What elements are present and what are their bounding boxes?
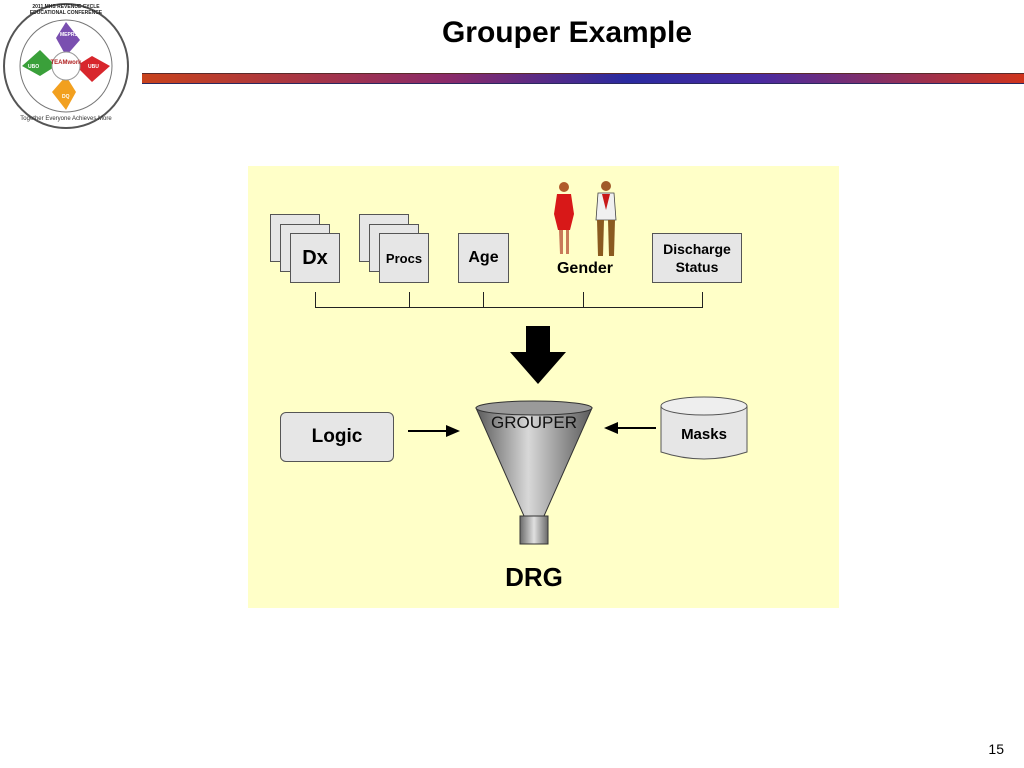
discharge-status-box: Discharge Status xyxy=(652,233,742,283)
connector-bar xyxy=(315,307,703,308)
grouper-funnel-icon xyxy=(475,400,593,545)
logo-hand-label-dq: DQ xyxy=(62,94,70,100)
conference-logo: TEAMwork 2011 MHS REVENUE CYCLE EDUCATIO… xyxy=(0,0,132,132)
connector-procs xyxy=(409,292,410,308)
drg-label: DRG xyxy=(505,562,563,592)
hand-meprs-icon xyxy=(56,22,80,56)
discharge-status-label: Discharge Status xyxy=(663,241,731,275)
dx-label: Dx xyxy=(302,246,328,269)
logo-motto: Together Everyone Achieves More xyxy=(20,116,112,122)
grouper-diagram: Dx Procs Age Gender Discharge Status xyxy=(248,166,839,608)
logic-label: Logic xyxy=(311,426,363,447)
down-arrow-icon xyxy=(510,326,566,384)
masks-cylinder-icon xyxy=(660,396,748,460)
logic-box: Logic xyxy=(280,412,394,462)
masks-label: Masks xyxy=(681,426,727,443)
logo-emblem xyxy=(3,3,129,129)
gender-label: Gender xyxy=(556,260,613,277)
connector-discharge xyxy=(702,292,703,308)
hand-ubo-icon xyxy=(22,50,56,76)
logo-ring-text: 2011 MHS REVENUE CYCLE EDUCATIONAL CONFE… xyxy=(29,4,103,16)
female-figure-icon xyxy=(554,182,574,254)
age-label: Age xyxy=(468,249,499,266)
hand-dq-icon xyxy=(52,76,76,110)
logo-hand-label-meprs: MEPRS xyxy=(60,32,78,38)
connector-age xyxy=(483,292,484,308)
logic-arrow-icon xyxy=(408,425,460,437)
logo-center-text: TEAMwork xyxy=(50,60,82,66)
connector-dx xyxy=(315,292,316,308)
grouper-label: GROUPER xyxy=(491,413,577,432)
procs-box: Procs xyxy=(379,233,429,283)
male-figure-icon xyxy=(595,181,617,256)
masks-arrow-icon xyxy=(604,422,656,434)
procs-label: Procs xyxy=(385,250,423,266)
age-box: Age xyxy=(458,233,509,283)
slide-title: Grouper Example xyxy=(441,16,693,49)
title-divider xyxy=(142,73,1024,84)
connector-gender xyxy=(583,292,584,308)
gender-figures xyxy=(554,181,617,256)
logo-hand-label-ubu: UBU xyxy=(88,64,99,70)
page-number: 15 xyxy=(988,741,1004,757)
logo-hand-label-ubo: UBO xyxy=(28,64,40,70)
dx-box: Dx xyxy=(290,233,340,283)
hand-ubu-icon xyxy=(76,56,110,82)
